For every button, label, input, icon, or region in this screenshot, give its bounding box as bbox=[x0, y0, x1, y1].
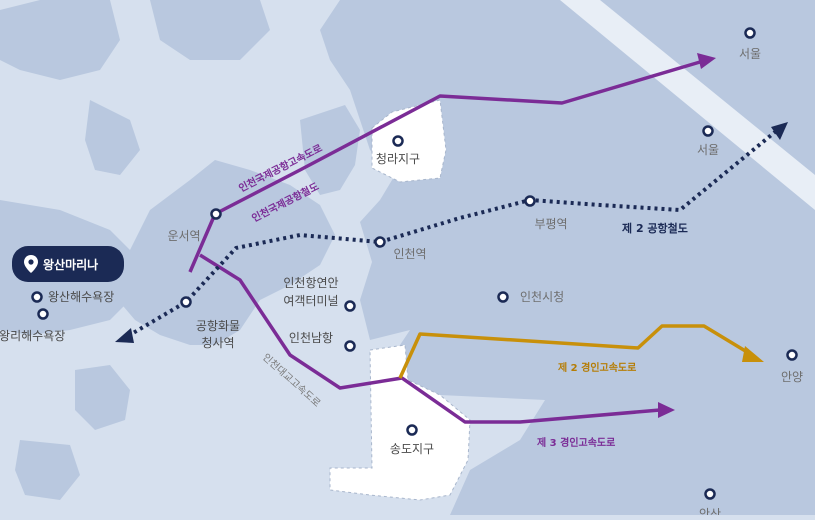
island-nw-1 bbox=[0, 0, 120, 80]
wangsan-marina-badge[interactable]: 왕산마리나 bbox=[12, 246, 124, 282]
ferry-terminal-label-1: 인천항연안 bbox=[283, 275, 338, 290]
anyang-label: 안양 bbox=[781, 370, 803, 384]
incheon-station-marker[interactable] bbox=[374, 236, 386, 248]
airport-expressway-arrow bbox=[697, 53, 716, 69]
railroad-east-arrow bbox=[771, 122, 788, 140]
eulwangri-beach-marker[interactable] bbox=[37, 308, 49, 320]
unseo-station-label: 운서역 bbox=[167, 229, 200, 243]
bupyeong-station-label: 부평역 bbox=[534, 217, 567, 231]
seoul-mid-marker[interactable] bbox=[702, 125, 714, 137]
coastal-road-strip bbox=[560, 0, 815, 210]
island-nw-3 bbox=[150, 0, 270, 60]
cargo-terminal-label-1: 공항화물 bbox=[196, 319, 240, 333]
gyeongin-2-line bbox=[398, 324, 753, 379]
cargo-terminal-label-2: 청사역 bbox=[201, 336, 234, 350]
wangsan-beach-label: 왕산해수욕장 bbox=[48, 290, 114, 304]
south-port-marker[interactable] bbox=[344, 340, 356, 352]
railroad-west-arrow bbox=[115, 328, 134, 343]
island-nw-2 bbox=[85, 100, 140, 175]
cargo-terminal-marker[interactable] bbox=[180, 296, 192, 308]
city-hall-marker[interactable] bbox=[497, 291, 509, 303]
incheon-station-label: 인천역 bbox=[393, 246, 426, 261]
wangsan-marina-label: 왕산마리나 bbox=[43, 257, 99, 272]
cheongna-marker[interactable] bbox=[392, 135, 404, 147]
songdo-marker[interactable] bbox=[406, 424, 418, 436]
bridge-expressway-line bbox=[199, 253, 661, 424]
cheongna-coast bbox=[300, 105, 360, 195]
location-pin-icon bbox=[24, 255, 38, 273]
gyeongin-2-label: 제 2 경인고속도로 bbox=[558, 361, 636, 374]
airport-expressway-line bbox=[188, 60, 701, 273]
gyeongin-3-arrow bbox=[658, 402, 675, 418]
seoul-top-marker[interactable] bbox=[744, 27, 756, 39]
cheongna-label: 청라지구 bbox=[376, 152, 420, 166]
eulwangri-beach-label: 을왕리해수욕장 bbox=[0, 329, 65, 343]
unseo-station-marker[interactable] bbox=[210, 208, 222, 220]
bupyeong-station-marker[interactable] bbox=[524, 195, 536, 207]
ansan-marker[interactable] bbox=[704, 488, 716, 500]
songdo-district bbox=[329, 344, 471, 501]
ferry-terminal-marker[interactable] bbox=[344, 300, 356, 312]
city-hall-label: 인천시청 bbox=[520, 289, 564, 304]
yeongjong-island bbox=[112, 160, 335, 345]
seoul-top-label: 서울 bbox=[739, 47, 761, 61]
island-s-2 bbox=[15, 440, 80, 500]
ansan-label: 안산 bbox=[699, 507, 721, 515]
airport-railroad-2-label: 제 2 공항철도 bbox=[622, 221, 688, 235]
wangsan-beach-marker[interactable] bbox=[31, 291, 43, 303]
seoul-mid-label: 서울 bbox=[697, 143, 719, 157]
gyeongin-2-arrow bbox=[742, 346, 764, 362]
anyang-marker[interactable] bbox=[786, 349, 798, 361]
island-s-1 bbox=[75, 365, 130, 430]
songdo-label: 송도지구 bbox=[390, 442, 434, 456]
ferry-terminal-label-2: 여객터미널 bbox=[283, 294, 338, 308]
gyeongin-3-label: 제 3 경인고속도로 bbox=[537, 436, 615, 449]
south-port-label: 인천남항 bbox=[289, 330, 333, 345]
